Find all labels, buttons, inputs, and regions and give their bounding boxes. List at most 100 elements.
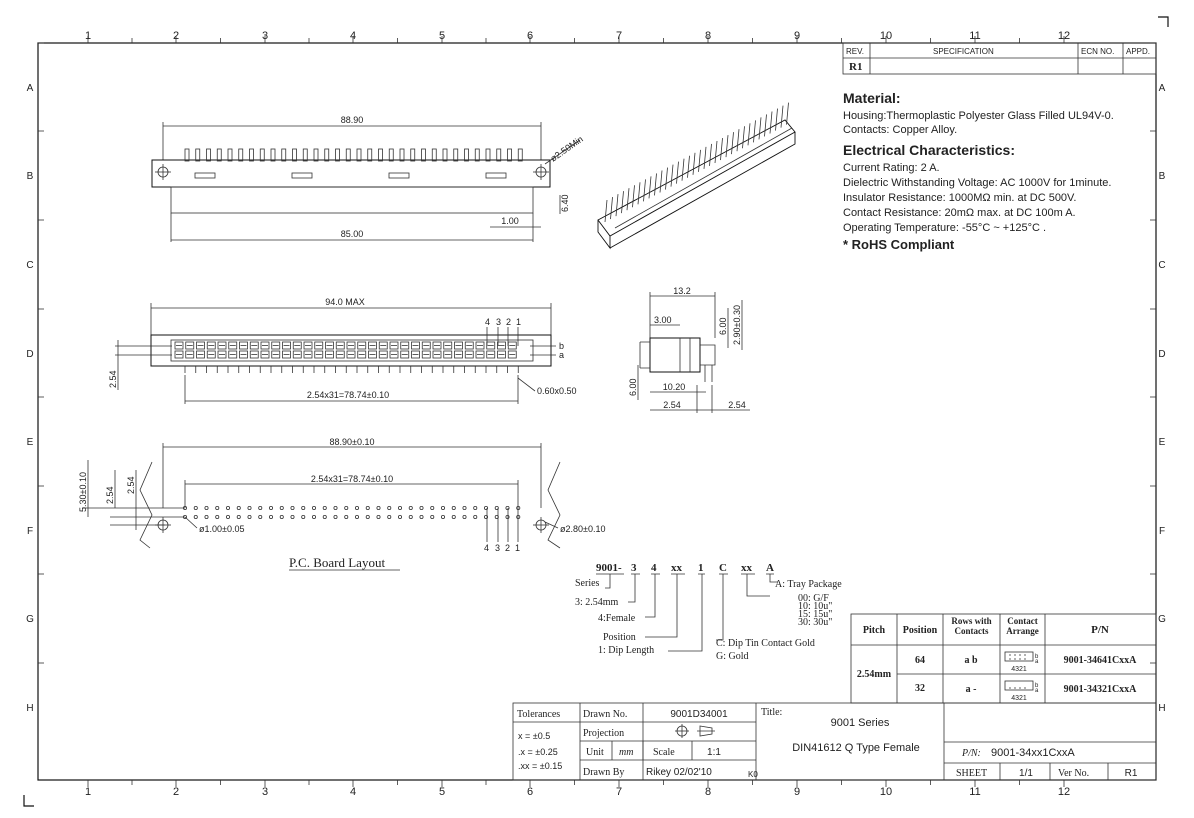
sheet-label: SHEET (956, 768, 987, 779)
top-contact (206, 350, 216, 359)
front-pin (195, 148, 201, 162)
spec-header: SPECIFICATION (933, 47, 994, 56)
iso-pin (676, 161, 679, 184)
iso-pin (643, 179, 646, 202)
row-label-right: A (1159, 83, 1166, 94)
pcb-hole (322, 515, 327, 520)
top-contact (454, 350, 463, 359)
iso-pin (670, 164, 674, 187)
iso-pin (753, 120, 756, 143)
column-label-bottom: 10 (880, 786, 892, 798)
tb-pn-label: P/N: (961, 748, 981, 759)
top-contact (378, 350, 388, 359)
side-600a-dim: 6.00 (718, 317, 728, 335)
top-contact (314, 350, 324, 359)
contacts-text: Contacts: Copper Alloy. (843, 124, 957, 136)
pcb-hole (462, 505, 467, 510)
front-pin (378, 148, 383, 162)
order-row-2-rows: a - (966, 684, 977, 695)
column-label-top: 9 (794, 30, 800, 42)
column-label-bottom: 3 (262, 786, 268, 798)
pcb-hole (225, 515, 230, 520)
pcb-254b-dim: 2.54 (126, 476, 136, 494)
order-header-pitch: Pitch (863, 625, 886, 636)
pn-code-1: 3 (631, 562, 637, 574)
pcb-hole (387, 515, 392, 520)
front-pin (206, 148, 211, 162)
pcb-hole (193, 505, 198, 510)
pn-code-4: 1 (698, 562, 704, 574)
pcb-hole (483, 515, 488, 520)
ver-label: Ver No. (1058, 768, 1089, 779)
tb-pn: 9001-34xx1CxxA (991, 747, 1075, 759)
drawn-by: Rikey 02/02'10 (646, 767, 712, 778)
top-contact (196, 341, 205, 350)
pcb-hole (301, 505, 306, 510)
pcb-hole (483, 505, 488, 510)
pn-position-label: Position (603, 632, 636, 643)
top-contact (303, 350, 313, 359)
top-contact (292, 350, 302, 359)
top-contact (389, 341, 399, 350)
scale-value: 1:1 (707, 747, 721, 758)
pcb-hole (354, 505, 359, 510)
iso-pin (764, 114, 767, 137)
front-pin (474, 148, 480, 162)
row-label-right: F (1159, 526, 1165, 537)
pcb-hole (258, 505, 263, 510)
column-label-top: 1 (85, 30, 91, 42)
pcb-hole (505, 505, 510, 510)
pn-gold-label: G: Gold (716, 651, 749, 662)
iso-pin (604, 199, 608, 223)
pcb-hole-dim: ø1.00±0.05 (199, 524, 244, 534)
column-label-top: 2 (173, 30, 179, 42)
corner-mark-bottom-left (23, 795, 34, 807)
dielectric-text: Dielectric Withstanding Voltage: AC 1000… (843, 177, 1111, 189)
pcb-row-4: 4 (484, 543, 489, 553)
front-pin (431, 148, 437, 162)
order-row-2-arrange-icon: ba (1004, 680, 1039, 694)
top-contact (217, 350, 227, 359)
iso-pin (720, 138, 723, 161)
top-contact (196, 350, 205, 359)
top-span-dim: 2.54x31=78.74±0.10 (307, 390, 389, 400)
drawn-by-label: Drawn By (583, 767, 624, 778)
pcb-hole (215, 515, 220, 520)
front-height-dim: 6.40 (560, 194, 570, 212)
top-view: 94.0 MAX 4 3 2 1 b a 2.54 2.54x31=78.74±… (108, 297, 577, 404)
pcb-hole (505, 515, 510, 520)
top-row-4: 4 (485, 317, 490, 327)
corner-mark-label: K0 (748, 770, 758, 779)
front-pin (453, 148, 459, 162)
pcb-530-dim: 5.30±0.10 (78, 472, 88, 512)
front-pitch-dim: 1.00 (501, 216, 519, 226)
pn-female-label: 4:Female (598, 613, 636, 624)
pn-code-5: C (719, 562, 727, 574)
top-contact (421, 341, 431, 350)
iso-pin (786, 102, 789, 125)
front-pin (464, 148, 469, 162)
iso-pin (703, 146, 707, 169)
pcb-hole (279, 515, 284, 520)
unit-value: mm (619, 747, 633, 758)
order-header-rows: Rows with Contacts (951, 616, 992, 636)
top-contact (411, 350, 420, 359)
top-contact (282, 350, 291, 359)
order-row-1-rows: a b (964, 655, 978, 666)
scale-label: Scale (653, 747, 675, 758)
top-contact (239, 341, 248, 350)
order-row-2-position: 32 (915, 683, 925, 694)
pn-dip-tin-label: C: Dip Tin Contact Gold (716, 638, 815, 649)
electrical-title: Electrical Characteristics: (843, 142, 1015, 158)
top-contact (443, 350, 453, 359)
top-contact (217, 341, 227, 350)
title-label: Title: (761, 707, 782, 718)
row-label-right: B (1159, 171, 1166, 182)
svg-text:a: a (1035, 659, 1039, 665)
drawn-no-label: Drawn No. (583, 709, 627, 720)
pcb-hole (344, 505, 349, 510)
front-pins (184, 148, 523, 162)
top-contact (228, 350, 238, 359)
top-contact (239, 350, 248, 359)
rev-header: REV. (846, 47, 864, 56)
